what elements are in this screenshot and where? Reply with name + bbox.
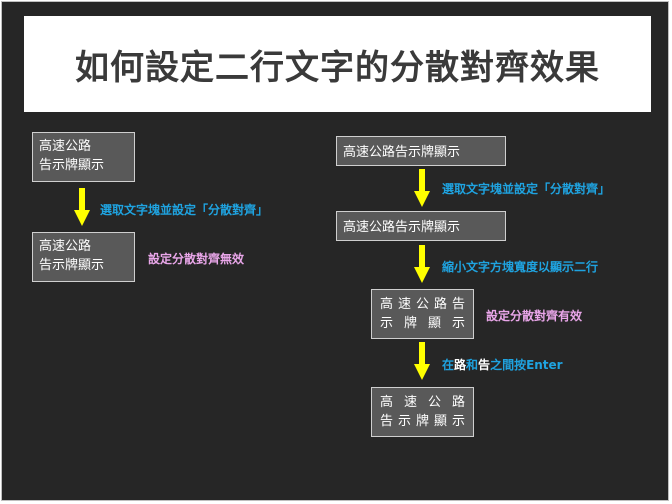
step3-word1: 路	[454, 358, 467, 372]
title-banner: 如何設定二行文字的分散對齊效果	[24, 16, 651, 112]
right-arrow-2	[414, 245, 430, 283]
arrow-down-icon	[74, 188, 90, 226]
left-box-original: 高速公路 告示牌顯示	[32, 132, 135, 182]
box-line-2: 告示牌顯示	[380, 414, 465, 429]
left-step-label: 選取文字塊並設定「分散對齊」	[100, 203, 269, 217]
page-title: 如何設定二行文字的分散對齊效果	[75, 47, 600, 88]
step3-mid: 和	[466, 358, 479, 372]
right-box-spread: 高速公路告示牌顯示	[336, 211, 506, 241]
box-line-2: 告示牌顯示	[39, 258, 105, 273]
right-box-original: 高速公路告示牌顯示	[336, 136, 506, 166]
step3-suffix: 之間按Enter	[490, 358, 563, 372]
right-result-label: 設定分散對齊有效	[486, 309, 583, 323]
right-step2-label: 縮小文字方塊寬度以顯示二行	[442, 260, 599, 274]
box-line-1: 高速公路	[380, 395, 465, 410]
right-step1-label: 選取文字塊並設定「分散對齊」	[442, 182, 611, 196]
left-box-result: 高速公路 告示牌顯示	[32, 232, 135, 282]
right-step3-label: 在路和告之間按Enter	[442, 356, 563, 373]
box-line-2: 告示牌顯示	[39, 158, 105, 173]
right-arrow-3	[414, 342, 430, 380]
box-line-1: 高速公路	[39, 139, 92, 154]
arrow-down-icon	[414, 245, 430, 283]
right-box-narrow: 高速公路告 示牌顯示	[371, 289, 474, 339]
box-line-2: 示牌顯示	[380, 316, 465, 331]
box-line-1: 高速公路	[39, 239, 92, 254]
arrow-down-icon	[414, 169, 430, 207]
left-arrow-1	[74, 188, 90, 226]
arrow-down-icon	[414, 342, 430, 380]
step3-prefix: 在	[442, 358, 455, 372]
step3-word2: 告	[478, 358, 491, 372]
left-result-label: 設定分散對齊無效	[148, 252, 245, 266]
right-arrow-1	[414, 169, 430, 207]
right-box-final: 高速公路 告示牌顯示	[371, 387, 474, 437]
box-line: 高速公路告示牌顯示	[343, 145, 461, 160]
box-line-1: 高速公路告	[380, 297, 465, 312]
box-line: 高速公路告示牌顯示	[343, 220, 461, 235]
